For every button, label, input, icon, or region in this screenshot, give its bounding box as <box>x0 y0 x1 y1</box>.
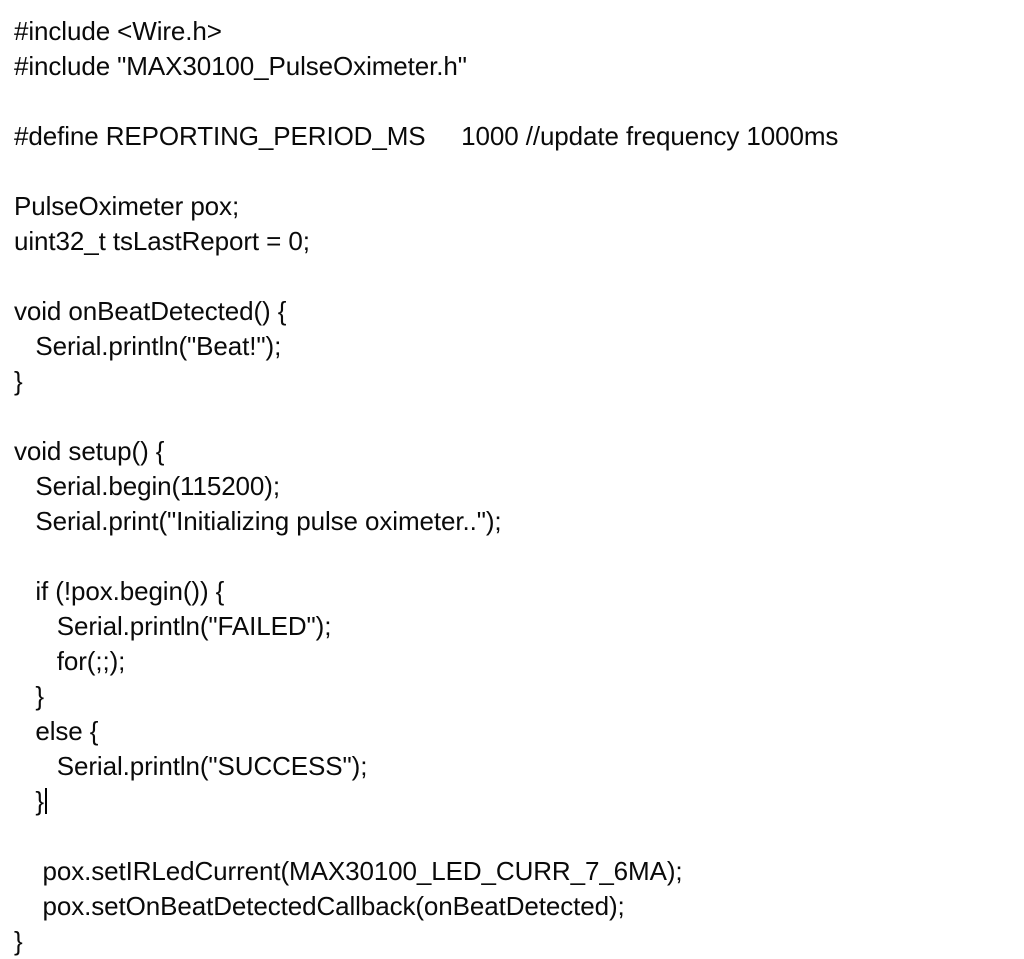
code-listing[interactable]: #include <Wire.h> #include "MAX30100_Puls… <box>14 14 1024 959</box>
code-line[interactable]: pox.setOnBeatDetectedCallback(onBeatDete… <box>14 889 1024 924</box>
code-line[interactable]: void setup() { <box>14 434 1024 469</box>
code-line[interactable]: PulseOximeter pox; <box>14 189 1024 224</box>
code-line[interactable]: Serial.println("SUCCESS"); <box>14 749 1024 784</box>
code-line[interactable]: pox.setIRLedCurrent(MAX30100_LED_CURR_7_… <box>14 854 1024 889</box>
code-line-blank[interactable] <box>14 399 1024 434</box>
code-line[interactable]: for(;;); <box>14 644 1024 679</box>
code-line[interactable]: Serial.print("Initializing pulse oximete… <box>14 504 1024 539</box>
code-line-text: #include "MAX30100_PulseOximeter.h" <box>14 51 467 81</box>
code-line-blank[interactable] <box>14 539 1024 574</box>
code-line[interactable]: void onBeatDetected() { <box>14 294 1024 329</box>
code-line-blank[interactable] <box>14 819 1024 854</box>
code-line-text: pox.setIRLedCurrent(MAX30100_LED_CURR_7_… <box>14 856 683 886</box>
code-line[interactable]: Serial.println("FAILED"); <box>14 609 1024 644</box>
code-line-blank[interactable] <box>14 84 1024 119</box>
code-line-text: if (!pox.begin()) { <box>14 576 225 606</box>
code-line-text: uint32_t tsLastReport = 0; <box>14 226 310 256</box>
code-line[interactable]: } <box>14 924 1024 959</box>
code-line-text: #include <Wire.h> <box>14 16 222 46</box>
code-line-text: } <box>14 366 23 396</box>
code-line-text: for(;;); <box>14 646 126 676</box>
code-line-text: Serial.println("SUCCESS"); <box>14 751 368 781</box>
code-line-text: } <box>14 926 23 956</box>
code-line-text: void setup() { <box>14 436 165 466</box>
code-line[interactable]: } <box>14 364 1024 399</box>
code-line[interactable]: #include "MAX30100_PulseOximeter.h" <box>14 49 1024 84</box>
code-line[interactable]: } <box>14 679 1024 714</box>
code-line[interactable]: else { <box>14 714 1024 749</box>
code-line-blank[interactable] <box>14 259 1024 294</box>
code-line-text: Serial.print("Initializing pulse oximete… <box>14 506 502 536</box>
code-line[interactable]: Serial.begin(115200); <box>14 469 1024 504</box>
code-line[interactable]: if (!pox.begin()) { <box>14 574 1024 609</box>
code-line[interactable]: Serial.println("Beat!"); <box>14 329 1024 364</box>
code-line-text: } <box>14 786 44 816</box>
code-line-text: Serial.println("FAILED"); <box>14 611 332 641</box>
code-line-text: } <box>14 681 44 711</box>
code-line-text: pox.setOnBeatDetectedCallback(onBeatDete… <box>14 891 625 921</box>
code-line-text: else { <box>14 716 99 746</box>
code-line-text: Serial.begin(115200); <box>14 471 280 501</box>
text-caret <box>44 788 47 814</box>
code-line-text: void onBeatDetected() { <box>14 296 287 326</box>
code-line[interactable]: uint32_t tsLastReport = 0; <box>14 224 1024 259</box>
code-line[interactable]: } <box>14 784 1024 819</box>
code-line-text: #define REPORTING_PERIOD_MS 1000 //updat… <box>14 121 839 151</box>
code-line[interactable]: #include <Wire.h> <box>14 14 1024 49</box>
code-line-blank[interactable] <box>14 154 1024 189</box>
code-line[interactable]: #define REPORTING_PERIOD_MS 1000 //updat… <box>14 119 1024 154</box>
code-line-text: Serial.println("Beat!"); <box>14 331 282 361</box>
code-line-text: PulseOximeter pox; <box>14 191 240 221</box>
